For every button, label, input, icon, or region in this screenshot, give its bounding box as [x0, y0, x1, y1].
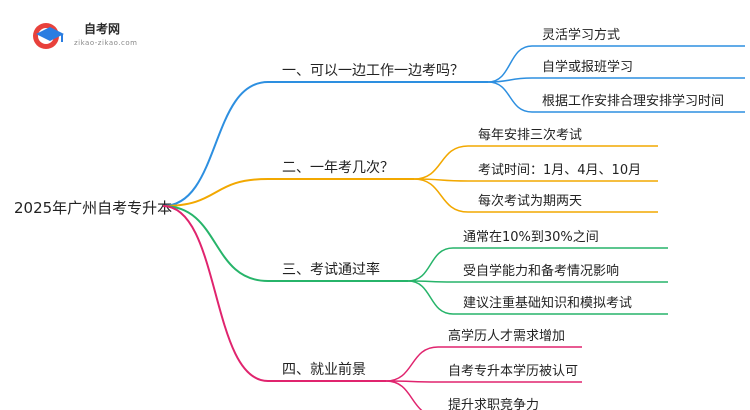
branch-connector-1: [162, 81, 269, 207]
leaf-connector-1-2: [487, 77, 533, 83]
leaf-label-4-3: 提升求职竞争力: [448, 397, 539, 410]
leaf-label-3-3: 建议注重基础知识和模拟考试: [463, 295, 632, 311]
leaf-connector-4-3: [385, 380, 423, 410]
leaf-label-4-2: 自考专升本学历被认可: [448, 363, 578, 379]
leaf-label-4-1: 高学历人才需求增加: [448, 328, 565, 344]
branch-label-2: 二、一年考几次？: [282, 160, 394, 176]
leaf-label-1-2: 自学或报班学习: [542, 59, 633, 75]
leaf-label-1-1: 灵活学习方式: [542, 27, 620, 43]
leaf-connector-2-3: [413, 178, 469, 213]
logo-url: zikao-zikao.com: [74, 39, 138, 47]
leaf-label-2-3: 每次考试为期两天: [478, 193, 582, 209]
branch-label-4: 四、就业前景: [282, 361, 366, 378]
logo: 自考网 zikao-zikao.com: [30, 14, 180, 54]
logo-mark-icon: [33, 23, 64, 49]
leaf-label-2-1: 每年安排三次考试: [478, 127, 582, 143]
branch-connector-4: [162, 205, 269, 382]
leaf-label-3-1: 通常在10%到30%之间: [463, 230, 599, 245]
leaf-connector-2-1: [413, 145, 469, 180]
leaf-connector-3-3: [407, 280, 454, 315]
leaf-label-2-2: 考试时间：1月、4月、10月: [478, 163, 641, 178]
branch-label-3: 三、考试通过率: [282, 261, 380, 278]
leaf-connector-3-1: [407, 247, 454, 282]
leaf-connector-1-1: [487, 45, 533, 83]
branch-connector-2: [162, 178, 269, 207]
logo-name: 自考网: [84, 22, 121, 36]
leaf-connector-4-1: [385, 346, 439, 382]
leaf-label-3-2: 受自学能力和备考情况影响: [463, 263, 619, 279]
branch-label-1: 一、可以一边工作一边考吗？: [282, 63, 464, 79]
branch-connector-3: [162, 205, 269, 282]
leaf-label-1-3: 根据工作安排合理安排学习时间: [542, 93, 724, 109]
leaf-connector-1-3: [487, 81, 533, 113]
root-label: 2025年广州自考专升本: [14, 199, 172, 217]
